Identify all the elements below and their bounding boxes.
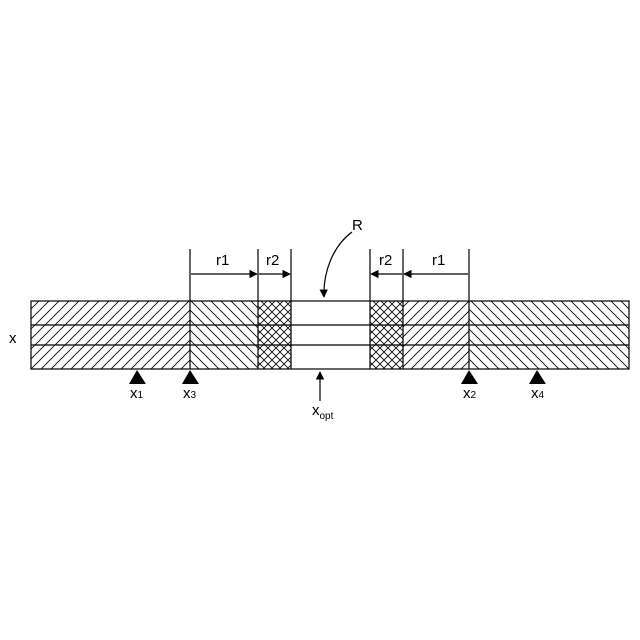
right-r2-region xyxy=(370,301,403,369)
right-outer-region xyxy=(469,301,629,369)
optimum-label: xopt xyxy=(312,402,334,422)
axis-label: x xyxy=(9,330,17,347)
center-region xyxy=(291,301,370,369)
left-r1-region xyxy=(190,301,258,369)
marker-x4-triangle xyxy=(529,370,546,384)
marker-x2-triangle xyxy=(461,370,478,384)
right-r2-label: r2 xyxy=(379,252,392,269)
marker-x2-label: x2 xyxy=(463,385,477,402)
left-r2-region xyxy=(258,301,291,369)
right-r1-label: r1 xyxy=(432,252,445,269)
left-r2-label: r2 xyxy=(266,252,279,269)
region-r-label: R xyxy=(352,217,363,234)
marker-x3-triangle xyxy=(182,370,199,384)
marker-x1-label: x1 xyxy=(130,385,144,402)
left-r1-label: r1 xyxy=(216,252,229,269)
marker-x3-label: x3 xyxy=(183,385,197,402)
right-r1-region xyxy=(403,301,469,369)
marker-x1-triangle xyxy=(129,370,146,384)
marker-x4-label: x4 xyxy=(531,385,545,402)
region-r-arrow xyxy=(324,232,352,297)
left-outer-region xyxy=(31,301,190,369)
